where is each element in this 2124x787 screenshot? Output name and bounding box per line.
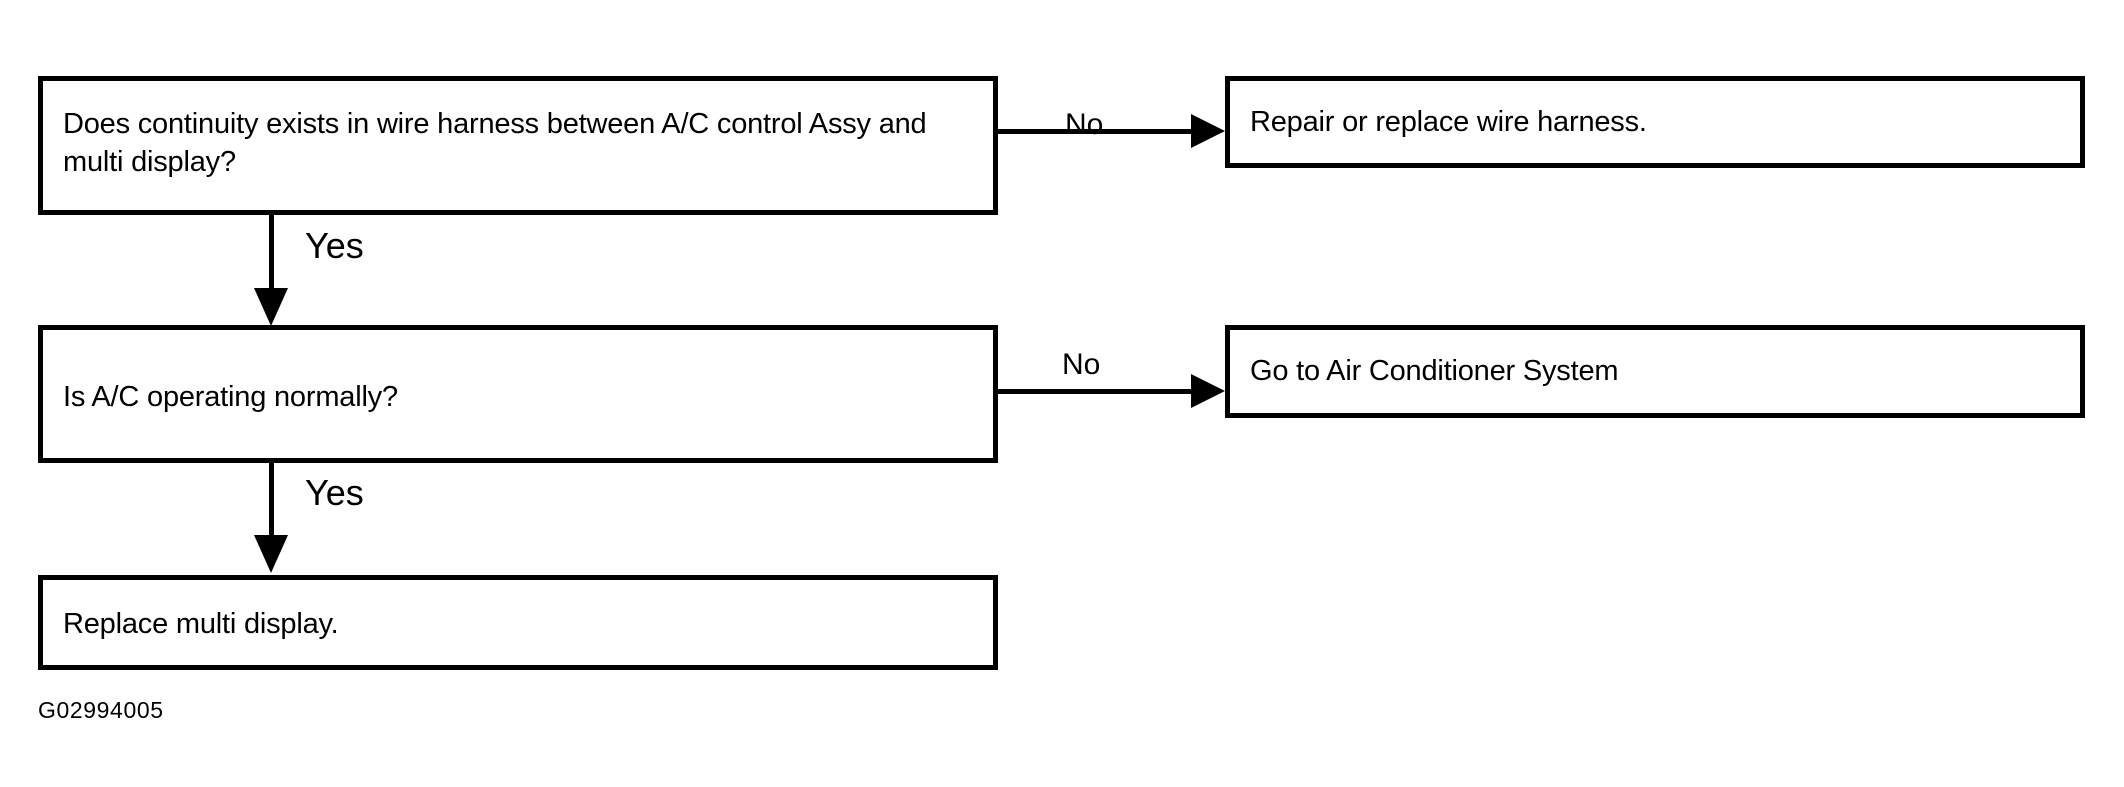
node-replace-display: Replace multi display. bbox=[38, 575, 998, 670]
node-repair-harness: Repair or replace wire harness. bbox=[1225, 76, 2085, 168]
edge-yes-1-line bbox=[269, 215, 274, 295]
node-ac-operating-label: Is A/C operating normally? bbox=[63, 380, 398, 413]
node-repair-harness-label: Repair or replace wire harness. bbox=[1250, 105, 1647, 138]
node-check-continuity-label: Does continuity exists in wire harness b… bbox=[63, 108, 927, 179]
edge-yes-2-label: Yes bbox=[305, 472, 364, 513]
node-go-to-ac-system: Go to Air Conditioner System bbox=[1225, 325, 2085, 418]
edge-yes-2-arrowhead bbox=[254, 535, 288, 573]
edge-no-2-label: No bbox=[1062, 348, 1101, 381]
node-ac-operating: Is A/C operating normally? bbox=[38, 325, 998, 463]
node-check-continuity: Does continuity exists in wire harness b… bbox=[38, 76, 998, 215]
edge-no-1-arrowhead bbox=[1191, 114, 1225, 148]
edge-no-1-line bbox=[998, 129, 1198, 134]
edge-yes-1-label: Yes bbox=[305, 225, 364, 266]
edge-no-2-arrowhead bbox=[1191, 374, 1225, 408]
figure-caption: G02994005 bbox=[38, 697, 164, 723]
edge-no-1-label: No bbox=[1065, 108, 1104, 141]
edge-yes-2-line bbox=[269, 463, 274, 541]
node-replace-display-label: Replace multi display. bbox=[63, 608, 339, 641]
node-go-to-ac-system-label: Go to Air Conditioner System bbox=[1250, 355, 1619, 388]
edge-no-2-line bbox=[998, 389, 1198, 394]
edge-yes-1-arrowhead bbox=[254, 288, 288, 326]
